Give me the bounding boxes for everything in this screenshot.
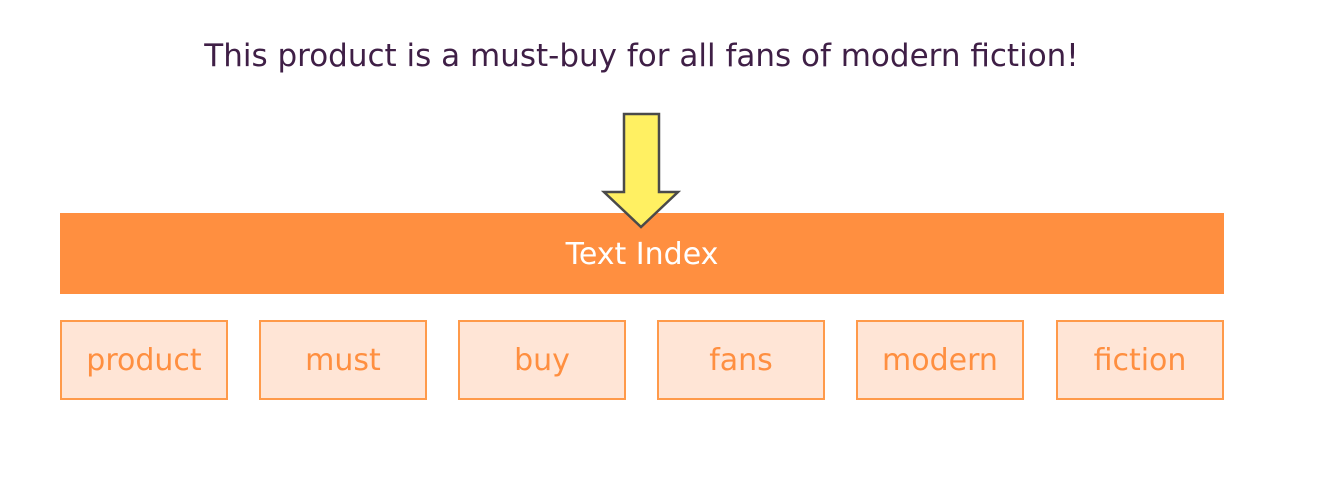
- token-list: product must buy fans modern fiction: [60, 320, 1224, 400]
- token-box: product: [60, 320, 228, 400]
- source-sentence: This product is a must-buy for all fans …: [204, 38, 1079, 74]
- token-label: fiction: [1093, 342, 1187, 378]
- down-arrow-icon: [601, 112, 681, 229]
- token-label: product: [86, 342, 202, 378]
- token-label: fans: [709, 342, 773, 378]
- token-label: modern: [882, 342, 998, 378]
- token-box: fiction: [1056, 320, 1224, 400]
- token-label: must: [305, 342, 381, 378]
- token-box: must: [259, 320, 427, 400]
- token-box: modern: [856, 320, 1024, 400]
- token-box: buy: [458, 320, 626, 400]
- text-index-label: Text Index: [565, 237, 719, 272]
- token-label: buy: [514, 342, 570, 378]
- token-box: fans: [657, 320, 825, 400]
